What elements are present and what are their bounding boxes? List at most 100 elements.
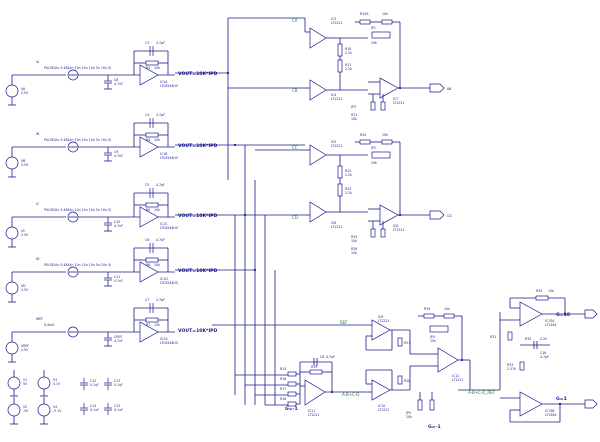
svg-text:0.1uF: 0.1uF <box>90 383 99 387</box>
svg-text:LT1221: LT1221 <box>331 21 342 25</box>
amp-part: LTC6244HV <box>160 341 179 345</box>
op-amp <box>139 136 159 158</box>
net-label-cc: CC <box>292 145 298 150</box>
amp-label: IC1B <box>160 152 167 156</box>
svg-text:0.1uF: 0.1uF <box>90 408 99 412</box>
channel-label: IREF <box>36 317 43 321</box>
supply-v3: V3 5.1V <box>37 370 61 397</box>
svg-text:C15: C15 <box>114 404 120 408</box>
pulse-spec: PULSE(0n 5.4844n 10n 10n 10n 5n 10n 5) <box>44 66 111 70</box>
stage-sum: IC11 LT1221 R15 R16 R17 R18 C8 4.7pF R19… <box>280 307 500 430</box>
svg-text:C16: C16 <box>540 351 546 355</box>
output-cd: CD <box>429 210 452 220</box>
svg-text:IC4: IC4 <box>331 93 336 97</box>
amp-part: LTC6244HV <box>160 281 179 285</box>
feedback-cap-label: C6 <box>145 238 149 242</box>
svg-text:LT1221: LT1221 <box>331 144 342 148</box>
channel-label: IA <box>36 60 40 64</box>
svg-text:AB: AB <box>447 87 451 91</box>
source-label: VC <box>21 229 26 233</box>
gain-label-sum: G=-1 <box>285 406 298 412</box>
shunt-cap-label: C8 <box>114 78 118 82</box>
svg-text:R26: R26 <box>351 247 357 251</box>
channel-label: ID <box>36 257 40 261</box>
svg-text:0.1uF: 0.1uF <box>114 383 123 387</box>
net-label-abcd: A-B+C-D <box>342 392 359 397</box>
feedback-cap-label: C3 <box>145 41 149 45</box>
svg-text:V1: V1 <box>23 378 27 382</box>
net-label-ca: CA <box>292 18 298 23</box>
svg-text:R10: R10 <box>345 47 351 51</box>
svg-text:R18: R18 <box>280 397 286 401</box>
supply-v4: V4 -5.1V <box>37 397 62 425</box>
amp-ic13a: IC13A LT1364 <box>519 301 556 327</box>
svg-text:LT1221: LT1221 <box>393 101 404 105</box>
pulse-spec: PULSE(0n 5.4844n 10n 10n 10n 5n 10n 5) <box>44 263 111 267</box>
supply-v2: V2 -5V <box>7 397 29 425</box>
svg-text:C13: C13 <box>114 379 120 383</box>
shunt-cap-value: 4.7nF <box>114 279 123 283</box>
gain-label-diff: G=-1 <box>428 424 441 430</box>
cap-c12: C12 0.1uF <box>80 378 99 390</box>
svg-text:C14: C14 <box>90 404 96 408</box>
svg-text:JP4: JP4 <box>429 335 435 339</box>
feedback-res-label: R4 <box>146 138 150 142</box>
feedback-resistor <box>145 60 159 66</box>
amp-part: LTC6244HV <box>160 226 179 230</box>
op-amp <box>139 261 159 283</box>
source-label: VB <box>21 159 25 163</box>
svg-text:10k: 10k <box>382 133 388 137</box>
voltage-source <box>5 84 19 98</box>
amp-ic7: IC7 LT1221 <box>379 77 404 105</box>
vout-label: VOUT=10K*IPD <box>178 268 218 274</box>
source-value: 2.5V <box>21 233 29 237</box>
svg-text:R31: R31 <box>490 335 496 339</box>
svg-text:R23: R23 <box>345 187 351 191</box>
amp-label: IC1A <box>160 80 168 84</box>
gain-label-1: G=1 <box>556 396 567 402</box>
net-label-abcd-ref: A-B+C-D_REF <box>468 390 496 395</box>
amp-ic12: IC12 LT1221 <box>437 347 463 382</box>
svg-text:10k: 10k <box>548 289 554 293</box>
source-label: VD <box>21 284 26 288</box>
svg-text:10k: 10k <box>406 415 412 419</box>
pulse-spec: 0.4mA <box>44 323 55 327</box>
jumper-jp1: JP1 10k <box>370 26 391 45</box>
svg-text:10k: 10k <box>371 41 377 45</box>
source-label: VREF <box>21 344 29 348</box>
amp-label: IC2A <box>160 337 168 341</box>
svg-text:IC12: IC12 <box>452 374 459 378</box>
voltage-source <box>5 156 19 170</box>
net-label-ref: REF <box>340 320 348 325</box>
gain-label-10: G=10 <box>556 312 570 318</box>
svg-text:R15: R15 <box>280 367 286 371</box>
pulse-spec: PULSE(0n 5.4844n 10n 10n 10n 5n 10n 5) <box>44 138 111 142</box>
svg-text:2.2k: 2.2k <box>345 173 352 177</box>
feedback-res-value: 10k <box>154 208 160 212</box>
vout-label: VOUT=10K*IPD <box>178 213 218 219</box>
feedback-cap-value: 4.7pF <box>156 298 165 302</box>
svg-text:R10A: R10A <box>360 12 369 16</box>
op-amp <box>139 321 159 343</box>
shunt-cap-label: C10 <box>114 220 120 224</box>
feedback-res-label: R5 <box>146 208 150 212</box>
feedback-res-value: 10k <box>154 66 160 70</box>
svg-text:10k: 10k <box>430 339 436 343</box>
feedback-cap-value: 4.7pF <box>156 238 165 242</box>
svg-text:JP5: JP5 <box>405 411 411 415</box>
amp-ic8: IC8 LT1221 <box>379 204 404 232</box>
svg-text:C12: C12 <box>90 379 96 383</box>
voltage-source <box>5 341 19 355</box>
stage-output: IC13A LT1364 R30 10k R31 G=10 R32 2.2k C… <box>490 289 598 423</box>
cap-c13: C13 0.1uF <box>104 378 123 390</box>
source-value: 2.5V <box>21 91 29 95</box>
amp-ic9: IC9 LT1221 <box>371 315 391 341</box>
output-ab: AB <box>429 83 451 93</box>
shunt-cap-value: 4.7nF <box>114 154 123 158</box>
feedback-resistor <box>145 132 159 138</box>
op-amp <box>139 64 159 86</box>
svg-text:R19: R19 <box>311 365 317 369</box>
feedback-res-label: R3 <box>146 66 150 70</box>
